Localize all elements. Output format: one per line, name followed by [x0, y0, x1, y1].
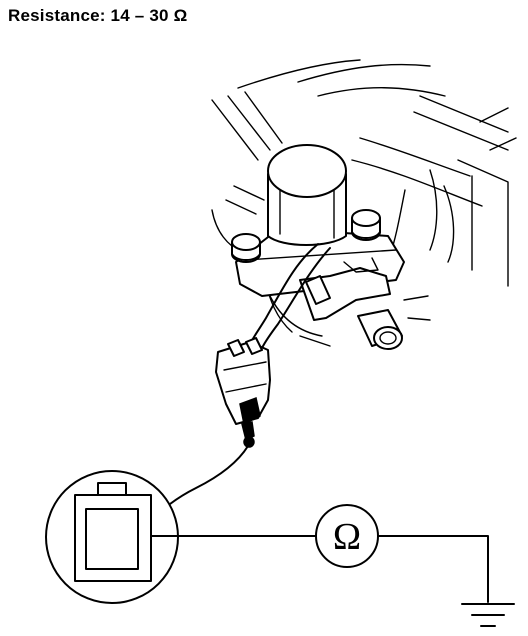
test-lead	[169, 445, 249, 505]
valve-harness	[249, 243, 331, 349]
mounting-bolt-right	[351, 209, 381, 241]
connector-terminal-callout	[45, 470, 179, 604]
engine-housing-outline	[211, 59, 517, 347]
mounting-bolt-left	[231, 233, 261, 263]
resistance-spec-title: Resistance: 14 – 30 Ω	[8, 6, 188, 25]
circuit-wire	[150, 535, 489, 603]
solenoid-connector	[215, 337, 271, 448]
ohm-symbol-label: Ω	[333, 516, 361, 558]
ohmmeter-symbol: Ω	[315, 504, 379, 568]
vacuum-port	[357, 309, 403, 350]
hose-clip	[299, 257, 391, 321]
ground-symbol	[461, 603, 515, 627]
